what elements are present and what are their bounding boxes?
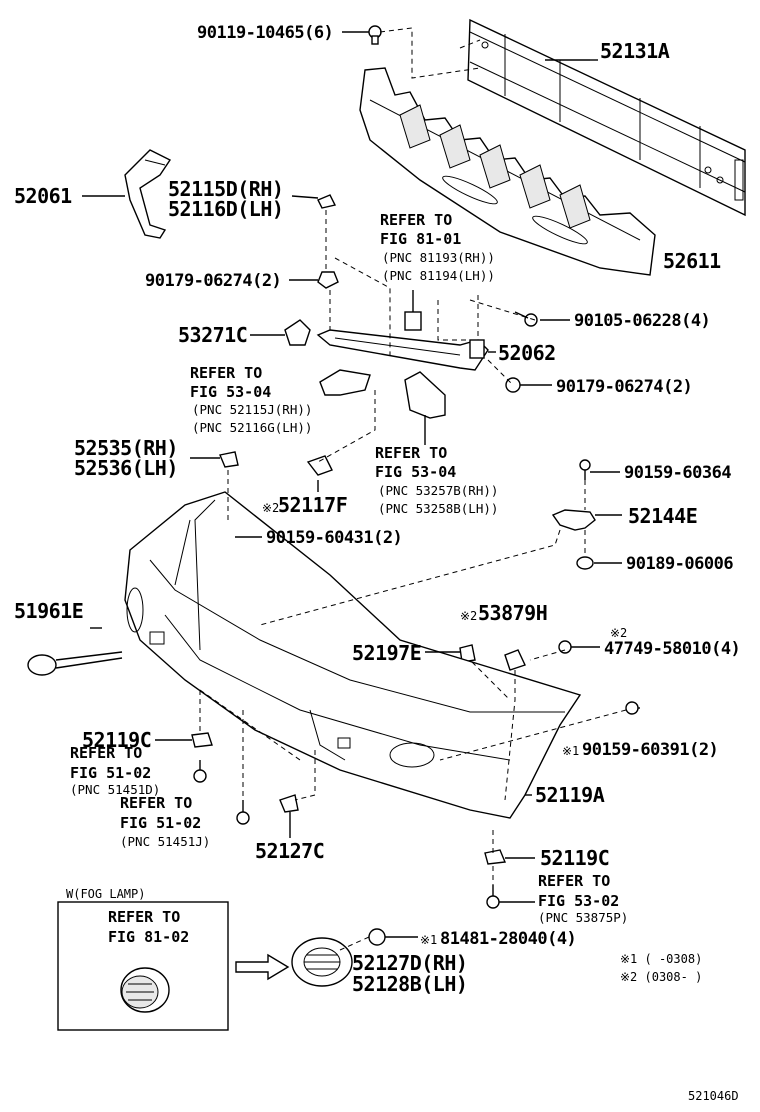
label-90105-06228[interactable]: 90105-06228(4)	[574, 311, 711, 331]
label-90119-10465[interactable]: 90119-10465(6)	[197, 23, 334, 43]
fog-lamp-cover-drawing	[291, 937, 353, 987]
pnc-52116g: (PNC 52116G(LH))	[192, 420, 312, 435]
refer-to-fig53-04-a-line2[interactable]: FIG 53-04	[190, 383, 271, 401]
label-81481-28040[interactable]: 81481-28040(4)	[440, 929, 577, 949]
label-52115d[interactable]: 52115D(RH)	[168, 177, 284, 201]
inset-refer-to-line2[interactable]: FIG 81-02	[108, 928, 189, 946]
refer-to-fig53-04-b-line1[interactable]: REFER TO	[375, 444, 447, 462]
energy-absorber-drawing	[359, 67, 656, 276]
pnc-81193: (PNC 81193(RH))	[382, 250, 495, 265]
retainer-52062-drawing	[316, 329, 489, 371]
mark-81481: ※1	[420, 933, 437, 947]
label-90159-60364[interactable]: 90159-60364	[624, 463, 732, 483]
mark-90159-60391: ※1	[562, 744, 579, 758]
bumper-cover-drawing	[124, 491, 582, 819]
pnc-52115j: (PNC 52115J(RH))	[192, 402, 312, 417]
small-parts	[27, 25, 639, 946]
refer-to-fig53-02-line1[interactable]: REFER TO	[538, 872, 610, 890]
mark-53879h: ※2	[460, 609, 477, 623]
mark-47749: ※2	[610, 626, 627, 640]
label-47749-58010[interactable]: 47749-58010(4)	[604, 639, 741, 659]
refer-to-fig51-02-a-line2[interactable]: FIG 51-02	[70, 764, 151, 782]
label-90159-60391[interactable]: 90159-60391(2)	[582, 740, 719, 760]
bracket-52061-drawing	[124, 149, 172, 239]
label-52116d[interactable]: 52116D(LH)	[168, 197, 284, 221]
legend-note-2: ※2 (0308- )	[620, 970, 702, 984]
pnc-53258b: (PNC 53258B(LH))	[378, 501, 498, 516]
label-90179-06274-b[interactable]: 90179-06274(2)	[556, 377, 693, 397]
refer-to-fig53-02-line2[interactable]: FIG 53-02	[538, 892, 619, 910]
fog-lamp-inset	[57, 901, 229, 1031]
refer-to-fig81-01-line1[interactable]: REFER TO	[380, 211, 452, 229]
pnc-53875p: (PNC 53875P)	[538, 910, 628, 925]
label-52061[interactable]: 52061	[14, 184, 73, 208]
pnc-53257b: (PNC 53257B(RH))	[378, 483, 498, 498]
label-52128b[interactable]: 52128B(LH)	[352, 972, 468, 996]
label-53271c[interactable]: 53271C	[178, 323, 248, 347]
refer-to-fig51-02-b-line2[interactable]: FIG 51-02	[120, 814, 201, 832]
fog-lamp-drawing	[120, 967, 170, 1013]
label-52127d[interactable]: 52127D(RH)	[352, 951, 468, 975]
inset-title: W(FOG LAMP)	[66, 887, 145, 901]
refer-to-fig81-01-line2[interactable]: FIG 81-01	[380, 230, 461, 248]
label-52119c-b[interactable]: 52119C	[540, 846, 610, 870]
label-52611[interactable]: 52611	[663, 249, 722, 273]
refer-to-fig53-04-b-line2[interactable]: FIG 53-04	[375, 463, 456, 481]
direction-arrow	[235, 953, 290, 981]
legend-note-1: ※1 ( -0308)	[620, 952, 702, 966]
label-52197e[interactable]: 52197E	[352, 641, 422, 665]
label-52062[interactable]: 52062	[498, 341, 556, 365]
label-53879h[interactable]: 53879H	[478, 601, 548, 625]
pnc-51451j: (PNC 51451J)	[120, 834, 210, 849]
mark-52117f: ※2	[262, 501, 279, 515]
label-52536[interactable]: 52536(LH)	[74, 456, 178, 480]
label-51961e[interactable]: 51961E	[14, 599, 84, 623]
label-90179-06274-a[interactable]: 90179-06274(2)	[145, 271, 282, 291]
label-52144e[interactable]: 52144E	[628, 504, 698, 528]
inset-refer-to-line1[interactable]: REFER TO	[108, 908, 180, 926]
label-90159-60431[interactable]: 90159-60431(2)	[266, 528, 403, 548]
part-labels: 90119-10465(6) 52131A 52061 52115D(RH) 5…	[14, 23, 741, 1103]
bumper-reinforcement-drawing	[467, 18, 746, 217]
label-52535[interactable]: 52535(RH)	[74, 436, 178, 460]
refer-to-fig53-04-a-line1[interactable]: REFER TO	[190, 364, 262, 382]
diagram-id: 521046D	[688, 1089, 739, 1103]
leader-lines	[82, 31, 640, 938]
label-52119a[interactable]: 52119A	[535, 783, 605, 807]
refer-to-fig51-02-a-line1[interactable]: REFER TO	[70, 744, 142, 762]
pnc-81194: (PNC 81194(LH))	[382, 268, 495, 283]
assembly-dashed-lines	[199, 27, 627, 951]
label-52127c[interactable]: 52127C	[255, 839, 325, 863]
label-52117f[interactable]: 52117F	[278, 493, 348, 517]
label-52119c-a[interactable]: 52119C	[82, 728, 152, 752]
label-52131a[interactable]: 52131A	[600, 39, 670, 63]
refer-to-fig51-02-b-line1[interactable]: REFER TO	[120, 794, 192, 812]
label-90189-06006[interactable]: 90189-06006	[626, 554, 734, 574]
pnc-51451d: (PNC 51451D)	[70, 782, 160, 797]
